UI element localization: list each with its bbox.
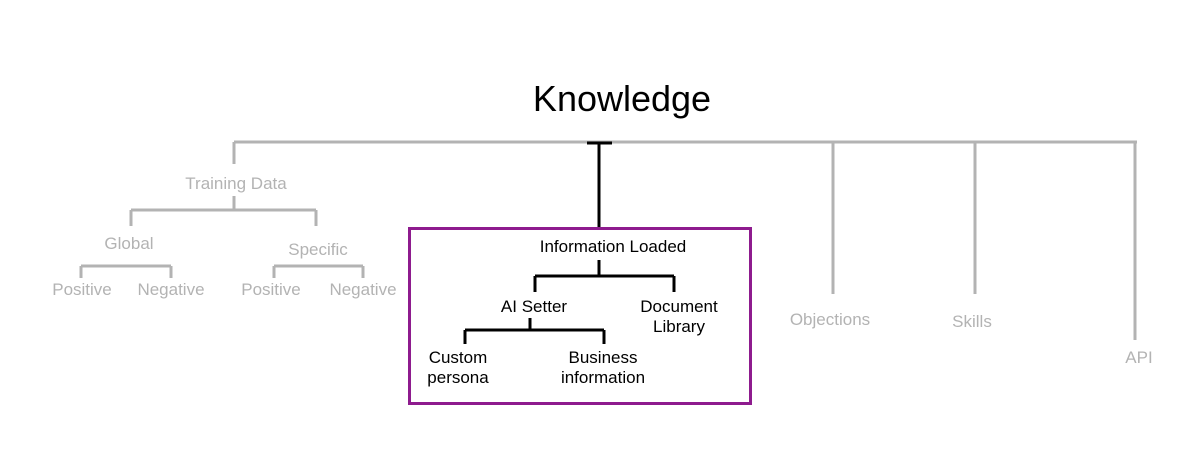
node-ai-setter: AI Setter bbox=[500, 297, 568, 316]
business-information-line-2: information bbox=[560, 367, 646, 387]
node-business-information: Business information bbox=[561, 348, 645, 387]
node-training-data: Training Data bbox=[185, 174, 287, 193]
node-global-negative: Negative bbox=[137, 280, 205, 299]
business-information-line-1: Business bbox=[568, 348, 638, 367]
document-library-line-2: Library bbox=[653, 316, 705, 336]
node-information-loaded: Information Loaded bbox=[539, 237, 687, 256]
node-document-library: Document Library bbox=[640, 297, 717, 336]
custom-persona-line-1: Custom bbox=[428, 348, 488, 367]
node-specific-negative: Negative bbox=[329, 280, 397, 299]
node-api: API bbox=[1125, 348, 1153, 367]
node-global-positive: Positive bbox=[52, 280, 112, 299]
custom-persona-line-2: persona bbox=[427, 367, 489, 387]
node-custom-persona: Custom persona bbox=[427, 348, 488, 387]
node-specific: Specific bbox=[288, 240, 348, 259]
node-skills: Skills bbox=[952, 312, 992, 331]
node-objections: Objections bbox=[789, 310, 871, 329]
root-node-knowledge: Knowledge bbox=[532, 78, 712, 119]
node-global: Global bbox=[104, 234, 154, 253]
document-library-line-1: Document bbox=[640, 297, 718, 316]
information-loaded-highlight-box bbox=[408, 227, 752, 405]
node-specific-positive: Positive bbox=[241, 280, 301, 299]
